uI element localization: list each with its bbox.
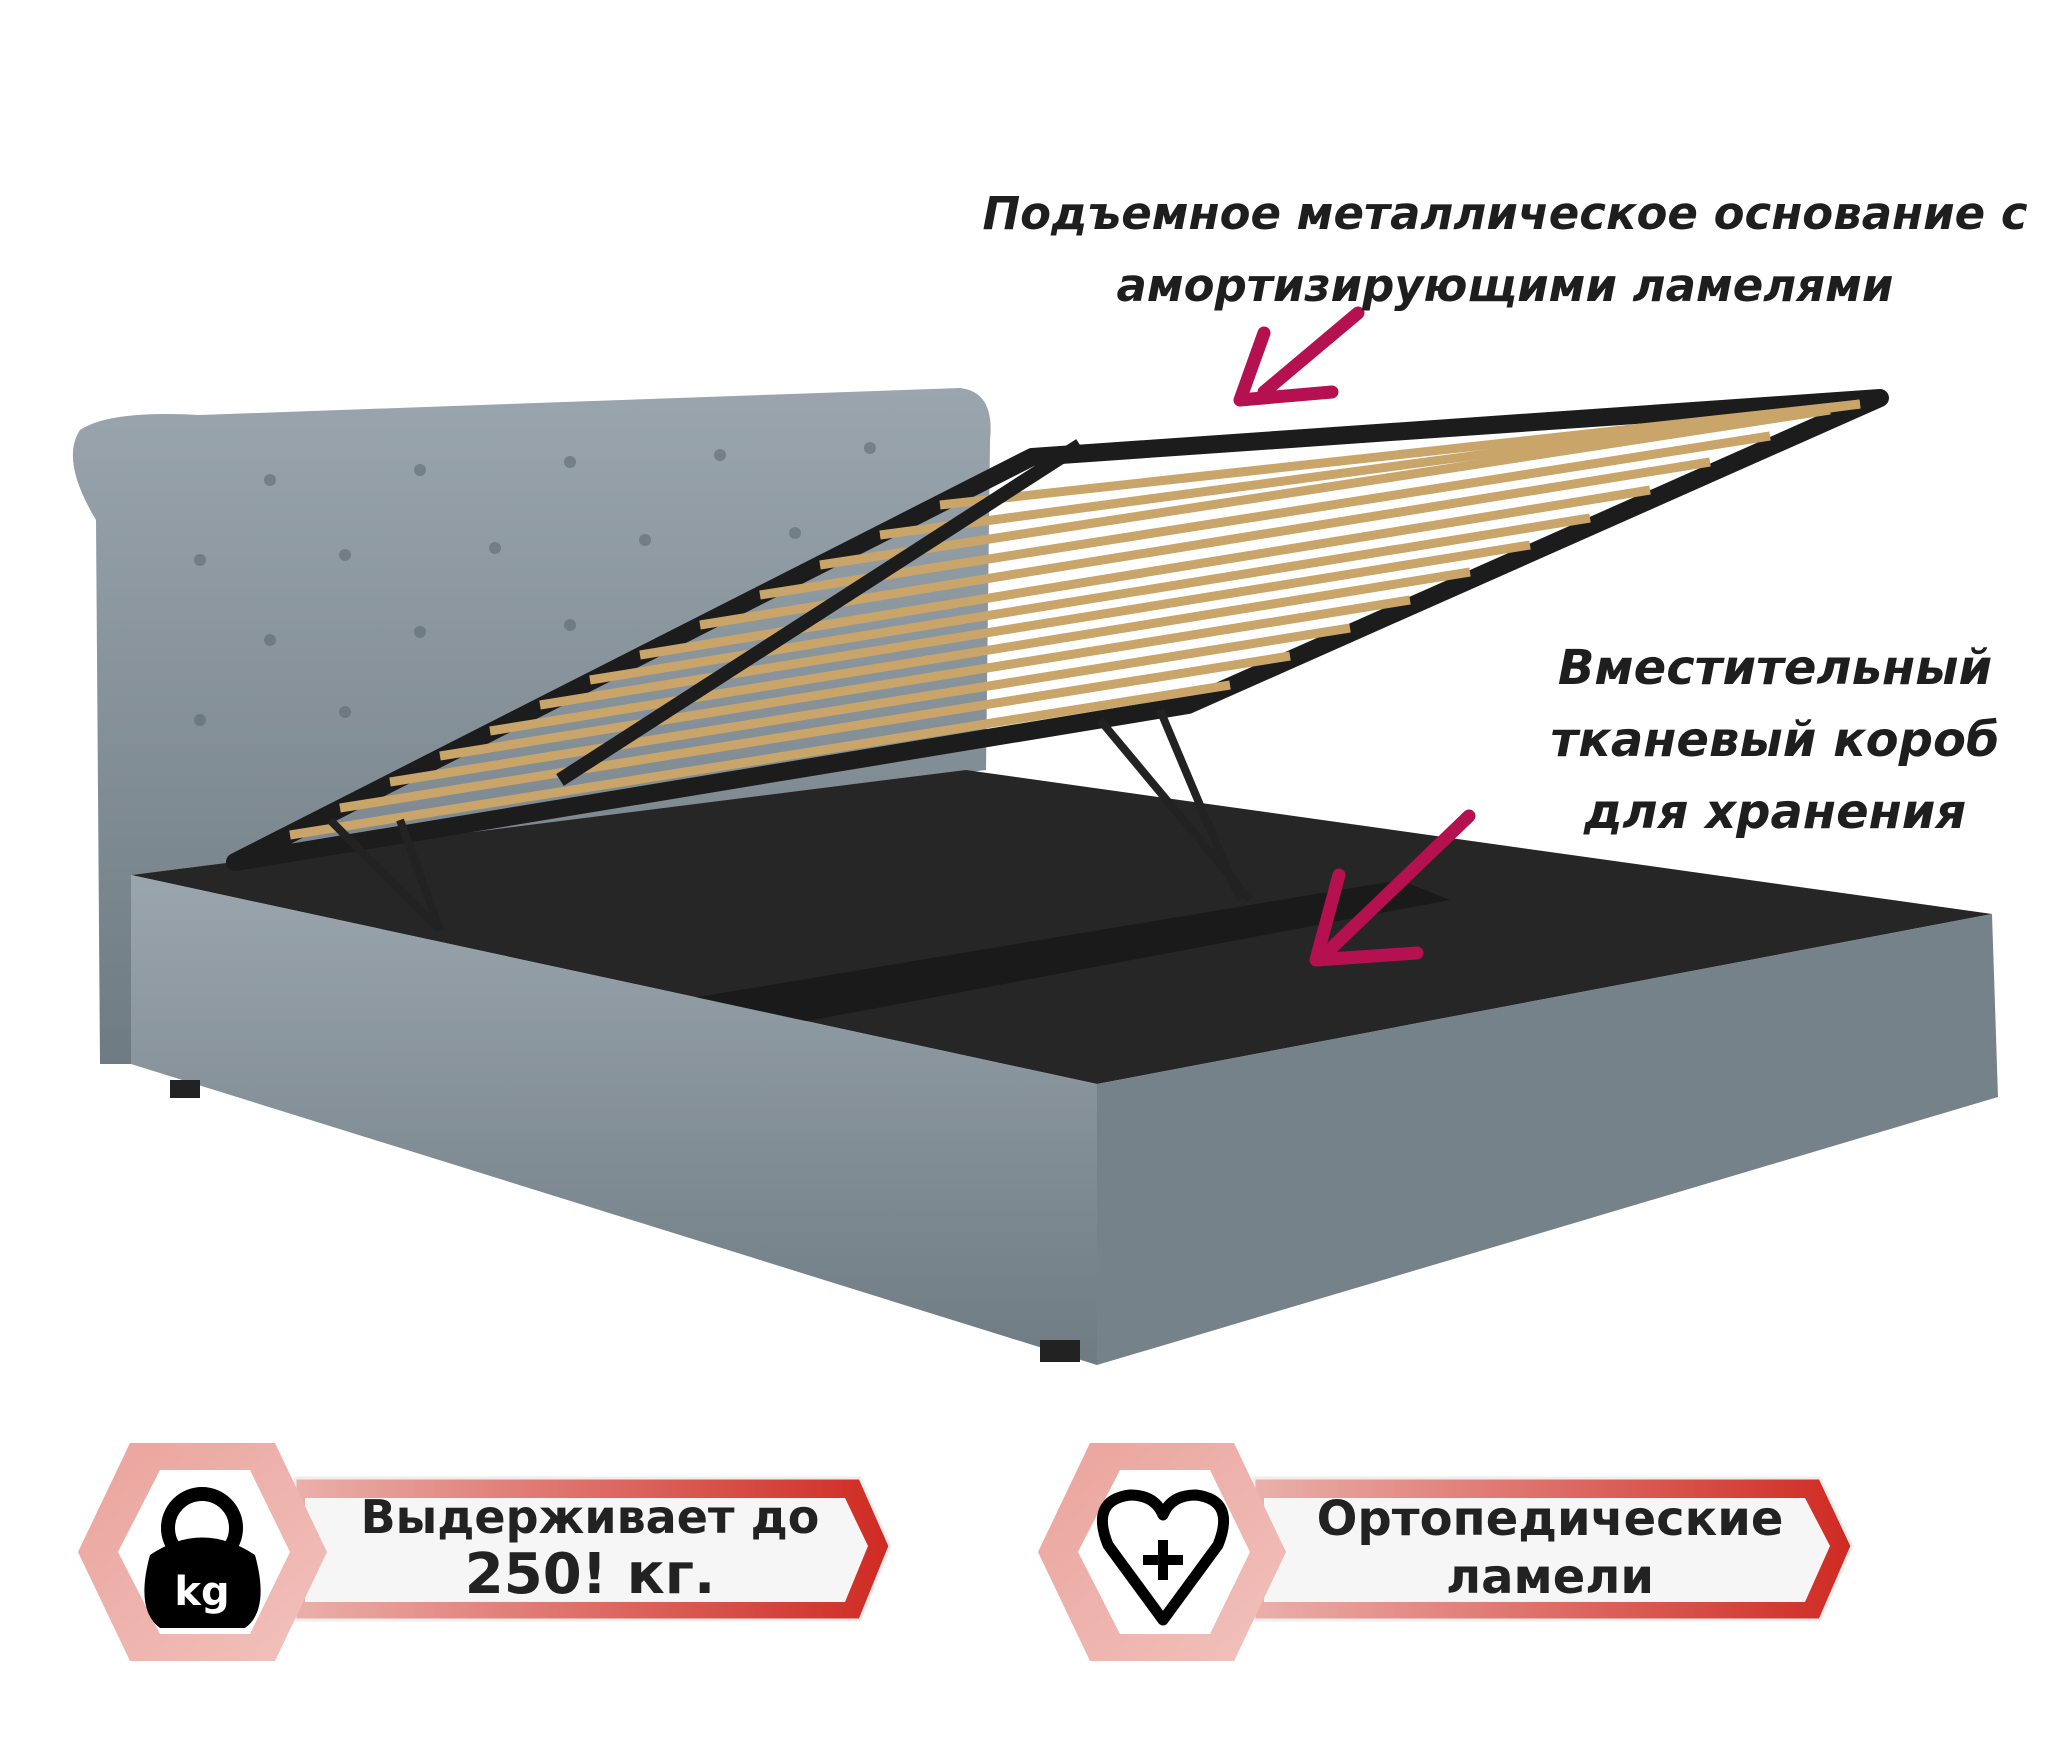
kettlebell-kg-icon: kg [144,1487,261,1628]
heart-plus-icon [1096,1489,1230,1626]
arrow-to-storage-box-icon [1309,809,1476,967]
badge-orthopedic-slats [1038,1443,1854,1661]
badge-line: Ортопедические [1316,1491,1784,1547]
badge-weight-capacity: kg [78,1443,892,1661]
callout-line: Подъемное металлическое основание с [982,187,2028,240]
callout-line: для хранения [1583,784,1967,840]
orthopedic-slats-text: Ортопедические ламели [1300,1490,1800,1606]
bed-base-foot [1097,914,1998,1365]
weight-capacity-text: Выдерживает до 250! кг. [330,1488,850,1604]
callout-line: тканевый короб [1550,712,2000,768]
badge-line: 250! кг. [464,1542,716,1607]
svg-text:kg: kg [174,1569,229,1615]
storage-box [131,770,1992,1084]
lifting-base-callout: Подъемное металлическое основание с амор… [970,178,2040,322]
badge-line: ламели [1445,1549,1655,1605]
bed-base-side [131,875,1097,1365]
storage-box-callout: Вместительный тканевый короб для хранени… [1530,632,2020,848]
callout-line: Вместительный [1557,640,1993,696]
tufting [194,442,876,726]
lifting-frame [226,389,1889,933]
arrow-to-lifting-base-icon [1233,306,1365,407]
callout-line: амортизирующими ламелями [1116,259,1894,312]
badge-line: Выдерживает до [360,1490,820,1544]
